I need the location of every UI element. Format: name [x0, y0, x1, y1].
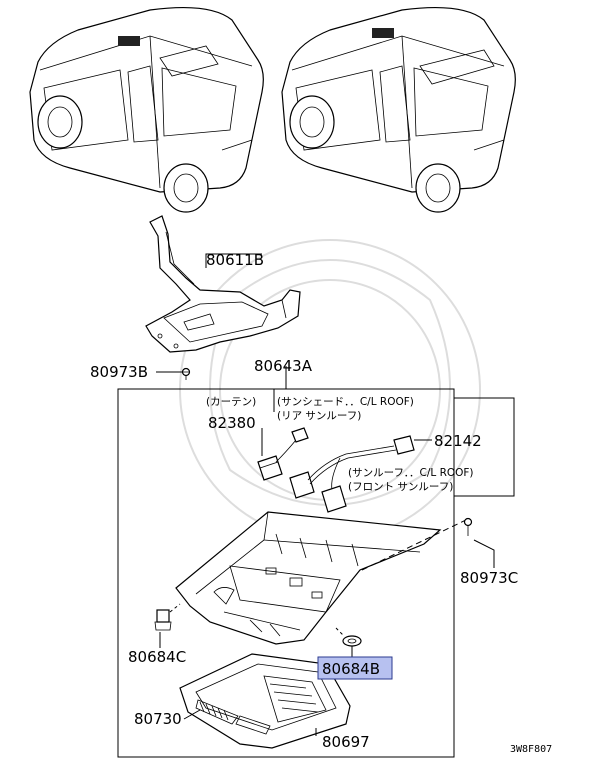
screw-80973b	[181, 367, 191, 380]
socket-80684c	[154, 603, 181, 631]
part-label-82380: 82380	[208, 414, 256, 432]
diagram-reference-code: 3W8F807	[510, 744, 552, 755]
screw-80973c	[463, 517, 473, 536]
note-sunshade-line2: (リア サンルーフ)	[277, 410, 361, 422]
overhead-console-housing	[175, 511, 442, 645]
part-label-80730: 80730	[134, 710, 182, 728]
harness-82142	[289, 435, 415, 513]
van-left-roof-window-rear	[159, 45, 219, 77]
part-label-80973b: 80973B	[90, 363, 148, 381]
part-label-80684c: 80684C	[128, 648, 186, 666]
part-label-80697: 80697	[322, 733, 370, 751]
bulb-80684b	[335, 627, 362, 647]
leader-lines	[156, 253, 495, 736]
connector-82380	[257, 427, 309, 481]
note-sunroof-line1: (サンルーフ．．C/L ROOF)	[348, 467, 474, 479]
note-sunshade-line1: (サンシェード．．C/L ROOF)	[277, 396, 414, 408]
note-curtain: (カーテン)	[206, 396, 256, 408]
part-label-80684b: 80684B	[322, 660, 380, 678]
notes-subbox	[273, 389, 515, 497]
van-left-illustration	[29, 6, 264, 213]
van-left-roof-window-front	[118, 36, 140, 46]
part-label-80643a: 80643A	[254, 357, 313, 375]
note-sunroof-line2: (フロント サンルーフ)	[348, 481, 453, 493]
console-lens-panel	[179, 653, 351, 749]
van-right-roof-window-front	[372, 28, 394, 38]
bracket-80611b	[145, 215, 301, 353]
van-right-illustration	[281, 6, 516, 213]
van-right-roof-window-rear	[419, 49, 495, 85]
part-label-80611b: 80611B	[206, 251, 264, 269]
part-label-80973c: 80973C	[460, 569, 518, 587]
part-label-82142: 82142	[434, 432, 482, 450]
highlight-box-80684b	[317, 656, 393, 680]
